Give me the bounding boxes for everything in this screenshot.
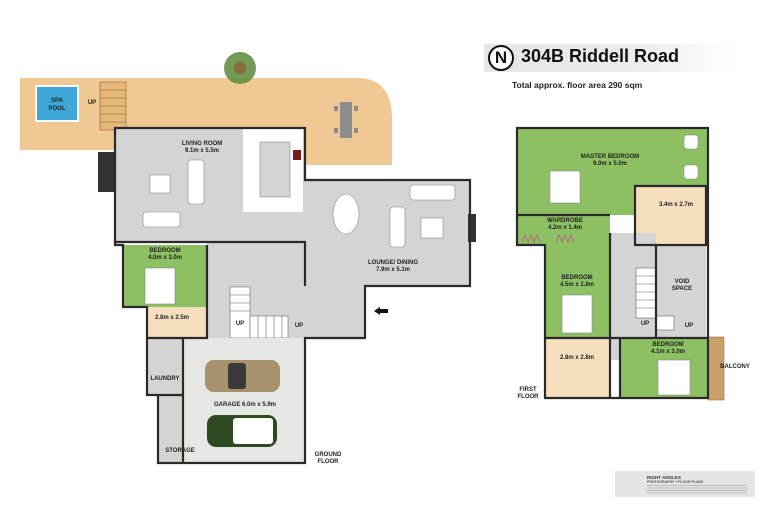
stair-up-label: UP: [295, 323, 303, 329]
north-arrow-icon: N: [488, 45, 514, 71]
deck-up-label: UP: [88, 100, 96, 106]
dining-table: [332, 193, 360, 235]
balcony-name: BALCONY: [720, 364, 750, 370]
tree-icon: [224, 52, 256, 84]
kitchen-island: [259, 141, 291, 198]
ground-floor-label: GROUND: [315, 452, 342, 458]
staircase: [229, 286, 289, 339]
entry: [305, 286, 365, 338]
laundry-name: LAUNDRY: [150, 376, 179, 382]
living-room-size: 9.1m x 5.5m: [185, 148, 219, 154]
coffee-table: [420, 217, 444, 239]
bed: [657, 359, 691, 396]
bedroom-2-size: 4.5m x 2.8m: [560, 282, 594, 288]
bathroom: [147, 307, 207, 338]
sofa: [187, 159, 205, 205]
brand-tagline: PHOTOGRAPHY + FLOOR PLANS: [647, 480, 704, 484]
title-banner: [484, 44, 734, 72]
laundry: [147, 338, 183, 395]
cooktop: [293, 150, 301, 160]
branding-panel: RIGHT ANGLES PHOTOGRAPHY + FLOOR PLANS: [615, 471, 755, 497]
bedroom-2-name: BEDROOM: [561, 275, 592, 281]
lounge-dining-size: 7.9m x 5.1m: [376, 267, 410, 273]
bedroom-size: 4.0m x 3.0m: [148, 255, 182, 261]
garage-name: GARAGE 6.0m x 5.9m: [214, 402, 276, 408]
lounge-dining-name: LOUNGE/ DINING: [368, 260, 418, 266]
armchair: [683, 164, 699, 180]
sofa: [409, 184, 456, 201]
ground-floor-walls: [113, 126, 472, 465]
ensuite-size: 3.4m x 2.7m: [659, 202, 693, 208]
bed: [561, 294, 593, 334]
car-icon: [205, 360, 280, 392]
master-bedroom-name: MASTER BEDROOM: [581, 154, 639, 160]
entry-arrow-icon: [374, 307, 388, 315]
property-address: 304B Riddell Road: [521, 46, 680, 66]
sofa: [389, 206, 406, 248]
first-floor-label: FIRST: [519, 387, 537, 393]
coffee-table: [149, 174, 171, 194]
car-icon: [207, 415, 277, 447]
fireplace: [468, 214, 476, 242]
deck-steps: [99, 81, 127, 131]
fireplace: [98, 152, 115, 192]
living-room-name: LIVING ROOM: [182, 141, 222, 147]
first-floor-walls: [515, 126, 710, 400]
void-label: VOID: [675, 279, 690, 285]
spa-pool: [35, 85, 79, 122]
bedroom-3-name: BEDROOM: [652, 342, 683, 348]
storage: [158, 395, 183, 463]
bed: [144, 267, 176, 305]
outdoor-table: [334, 102, 358, 138]
stair-up-label: UP: [641, 321, 649, 327]
bed: [549, 170, 581, 204]
ground-floor-label-2: FLOOR: [318, 459, 340, 465]
bedroom-name: BEDROOM: [149, 248, 180, 254]
wardrobe-name: WARDROBE: [547, 218, 583, 224]
bedroom-3-size: 4.1m x 3.0m: [651, 349, 685, 355]
staircase: [635, 267, 675, 331]
hangers-icon: [521, 233, 575, 244]
floor-area: Total approx. floor area 290 sqm: [512, 80, 643, 90]
armchair: [683, 134, 699, 150]
first-floor-label-2: FLOOR: [518, 394, 540, 400]
bathroom-size: 2.8m x 2.5m: [155, 315, 189, 321]
stair-up-label: UP: [685, 323, 693, 329]
sofa: [142, 211, 181, 228]
spa-pool-label-2: POOL: [48, 106, 65, 112]
stair-up-label: UP: [236, 321, 244, 327]
master-bedroom-size: 9.0m x 5.0m: [593, 161, 627, 167]
spa-pool-label: SPA: [51, 98, 64, 104]
bathroom-size: 2.8m x 2.8m: [560, 355, 594, 361]
wardrobe: [517, 215, 610, 245]
disclaimer-text: [647, 485, 747, 495]
void-label-2: SPACE: [672, 286, 692, 292]
storage-name: STORAGE: [165, 448, 195, 454]
bathroom: [545, 338, 610, 398]
brand-name: RIGHT ANGLES: [647, 475, 681, 480]
wardrobe-size: 4.2m x 1.4m: [548, 225, 582, 231]
